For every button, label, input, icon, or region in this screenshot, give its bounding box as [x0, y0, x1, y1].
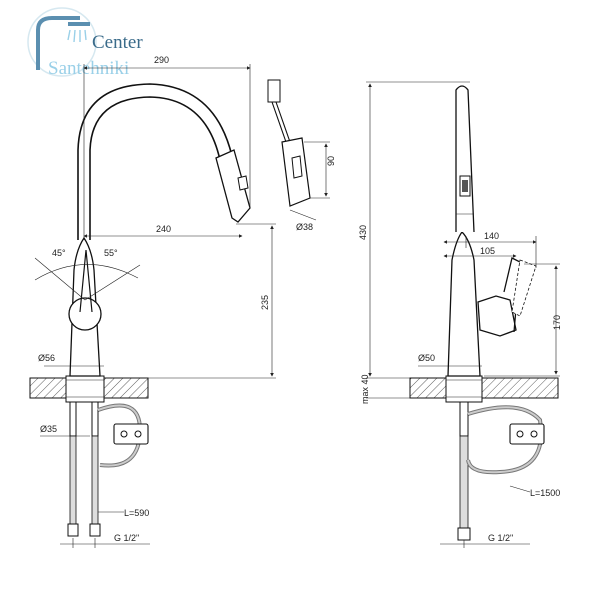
spout — [77, 83, 233, 240]
dim-spray-diameter: Ø38 — [296, 222, 313, 232]
dim-total-height: 430 — [358, 225, 368, 240]
logo-line1: Center — [92, 32, 143, 53]
front-view: 45° 55° 290 240 235 Ø56 90 Ø38 — [29, 55, 336, 548]
weight-block — [113, 423, 149, 445]
dim-base-diameter: Ø56 — [38, 353, 55, 363]
dim-side-hose-length: L=1500 — [530, 488, 560, 498]
dim-hose-length: L=590 — [124, 508, 149, 518]
dim-spray-height: 90 — [326, 156, 336, 166]
shower-head-icon — [27, 7, 97, 77]
dim-angle-right: 55° — [104, 248, 118, 258]
dim-depth-total: 140 — [484, 231, 499, 241]
side-spout — [455, 85, 475, 233]
dim-thread: G 1/2" — [114, 533, 139, 543]
dim-reach-spout: 240 — [156, 224, 171, 234]
side-weight-block — [509, 423, 545, 445]
side-view: 430 max 40 140 105 170 Ø50 L=1500 — [358, 81, 562, 548]
handle — [68, 297, 102, 331]
spray-head — [215, 149, 251, 223]
side-countertop — [409, 377, 559, 399]
logo-line2: Santehniki — [48, 58, 129, 79]
dim-max-thickness: max 40 — [360, 374, 370, 404]
dim-side-base-diameter: Ø50 — [418, 353, 435, 363]
side-handle — [477, 295, 517, 337]
spray-detail: 90 Ø38 — [267, 79, 336, 232]
dim-hole-diameter: Ø35 — [40, 424, 57, 434]
logo: Center Santehniki — [27, 7, 143, 79]
supply-hoses — [67, 435, 101, 537]
dim-handle-height: 170 — [552, 315, 562, 330]
dim-side-thread: G 1/2" — [488, 533, 513, 543]
dim-height-spout: 235 — [260, 295, 270, 310]
side-faucet-body — [447, 231, 481, 377]
dim-reach-total: 290 — [154, 55, 169, 65]
dim-depth-handle: 105 — [480, 246, 495, 256]
side-supply-hose — [459, 435, 469, 529]
dim-angle-left: 45° — [52, 248, 66, 258]
